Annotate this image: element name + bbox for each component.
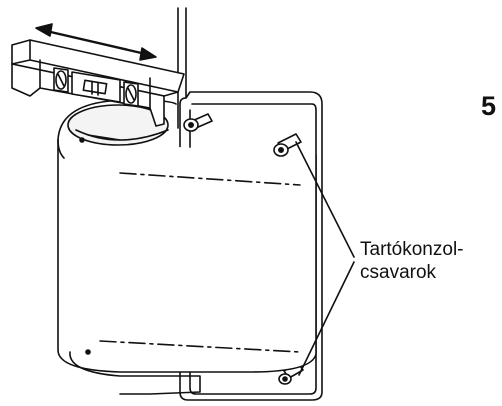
callout-line-1: Tartókonzol- (360, 239, 464, 260)
double-arrow-icon (35, 23, 157, 61)
step-number: 5 (481, 91, 497, 121)
callout-label: Tartókonzol- csavarok (360, 238, 464, 284)
cylindrical-unit (57, 99, 317, 395)
spirit-level (11, 39, 185, 127)
upper-screw-right (273, 133, 302, 157)
callout-leader-lines (295, 141, 355, 376)
upper-screw-left (183, 113, 213, 132)
callout-line-2: csavarok (360, 262, 437, 283)
